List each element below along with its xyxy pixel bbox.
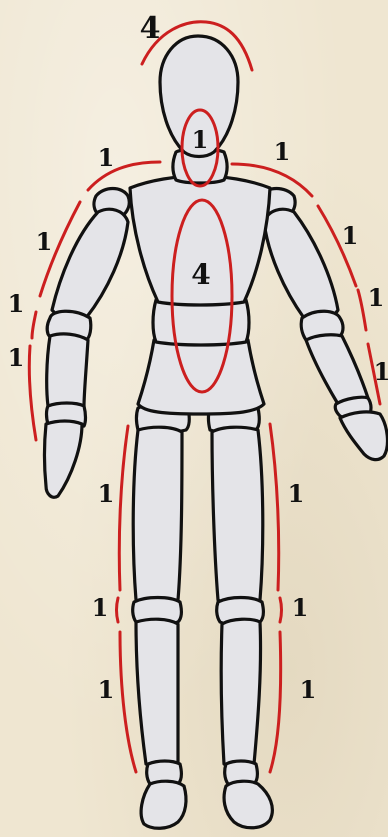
left-upper-arm bbox=[52, 209, 128, 319]
forearm-right-label: 1 bbox=[374, 357, 388, 386]
forearm-left-measure bbox=[29, 346, 36, 440]
shin-left-label: 1 bbox=[98, 675, 115, 704]
shin-right-measure bbox=[270, 632, 281, 772]
knee-right-measure bbox=[280, 598, 282, 622]
upper-arm-right-label: 1 bbox=[342, 221, 359, 250]
forearm-left-label: 1 bbox=[8, 343, 25, 372]
left-forearm bbox=[47, 334, 88, 411]
mannequin-figure bbox=[45, 36, 388, 828]
left-hand bbox=[45, 421, 83, 497]
knee-left-measure bbox=[117, 598, 119, 622]
shin-left-measure bbox=[120, 632, 136, 772]
knee-left-label: 1 bbox=[92, 593, 109, 622]
thigh-right-label: 1 bbox=[288, 479, 305, 508]
shin-right-label: 1 bbox=[300, 675, 317, 704]
pelvis-block bbox=[138, 337, 264, 414]
thigh-left-measure bbox=[119, 426, 128, 590]
left-foot bbox=[141, 781, 186, 828]
right-thigh bbox=[212, 427, 263, 604]
shoulder-right-label: 1 bbox=[274, 137, 291, 166]
elbow-right-label: 1 bbox=[368, 283, 385, 312]
right-hand bbox=[340, 412, 387, 460]
thigh-right-measure bbox=[270, 424, 279, 590]
knee-right-label: 1 bbox=[292, 593, 309, 622]
left-shin bbox=[136, 619, 178, 768]
torso-label: 4 bbox=[191, 258, 210, 291]
elbow-right-measure bbox=[358, 290, 366, 330]
head-label: 4 bbox=[140, 11, 161, 46]
right-upper-arm bbox=[264, 209, 338, 321]
shoulder-left-label: 1 bbox=[98, 143, 115, 172]
right-shin bbox=[221, 619, 260, 768]
left-thigh bbox=[133, 427, 182, 604]
thigh-left-label: 1 bbox=[98, 479, 115, 508]
right-foot bbox=[224, 781, 272, 828]
elbow-left-label: 1 bbox=[8, 289, 25, 318]
upper-arm-left-label: 1 bbox=[36, 227, 53, 256]
neck-label: 1 bbox=[192, 125, 209, 154]
elbow-left-measure bbox=[32, 312, 36, 338]
